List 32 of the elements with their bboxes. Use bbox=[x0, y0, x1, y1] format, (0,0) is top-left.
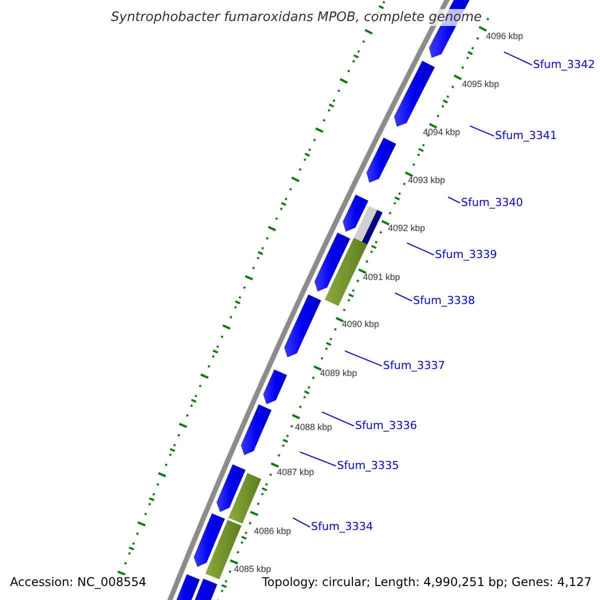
gene-label: Sfum_3335 bbox=[337, 460, 400, 472]
position-label: 4087 kbp bbox=[277, 467, 314, 477]
gene-label: Sfum_3339 bbox=[435, 249, 498, 261]
position-label: 4094 kbp bbox=[423, 127, 460, 137]
position-label: 4093 kbp bbox=[408, 175, 446, 185]
position-label: 4095 kbp bbox=[462, 79, 500, 89]
gene-label: Sfum_3341 bbox=[495, 130, 558, 142]
leader-line bbox=[470, 126, 494, 136]
accession-text: Accession: NC_008554 bbox=[10, 575, 146, 589]
position-label: 4096 kbp bbox=[486, 31, 524, 41]
position-label: 4091 kbp bbox=[363, 272, 400, 282]
genome-info-text: Topology: circular; Length: 4,990,251 bp; Genes: 4,127 bbox=[262, 575, 592, 589]
leader-line bbox=[300, 452, 336, 466]
leader-line bbox=[504, 52, 532, 66]
gene-label: Sfum_3334 bbox=[311, 521, 374, 533]
position-label: 4088 kbp bbox=[295, 422, 332, 432]
leader-line bbox=[406, 242, 434, 256]
gene-label: Sfum_3340 bbox=[461, 197, 524, 209]
leader-line bbox=[292, 518, 310, 528]
position-label: 4089 kbp bbox=[320, 368, 358, 378]
position-label: 4085 kbp bbox=[234, 564, 272, 574]
leader-line bbox=[448, 196, 460, 204]
position-label: 4090 kbp bbox=[342, 319, 380, 329]
gene-label: Sfum_3337 bbox=[383, 360, 446, 372]
gene-label: Sfum_3342 bbox=[533, 59, 596, 71]
gene-label: Sfum_3338 bbox=[413, 295, 476, 307]
position-label: 4086 kbp bbox=[254, 526, 292, 536]
gene-label: Sfum_3336 bbox=[355, 420, 418, 432]
leader-line bbox=[394, 292, 412, 302]
position-label: 4092 kbp bbox=[388, 223, 426, 233]
leader-line bbox=[344, 350, 382, 366]
leader-line bbox=[322, 412, 354, 426]
